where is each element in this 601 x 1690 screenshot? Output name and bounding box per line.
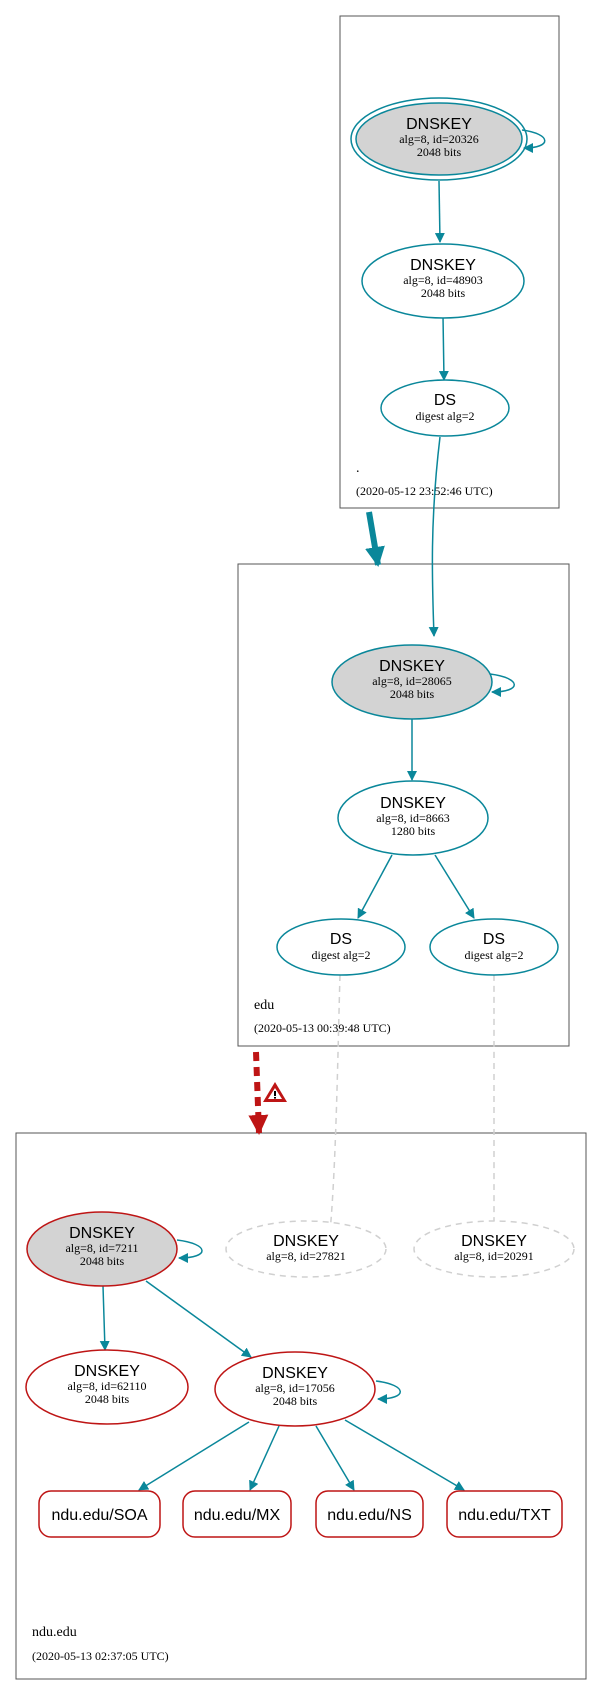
node-detail: alg=8, id=20326 bbox=[399, 132, 479, 146]
rrset-label: ndu.edu/MX bbox=[194, 1507, 281, 1524]
node-title: DNSKEY bbox=[262, 1365, 328, 1382]
rrset-label: ndu.edu/NS bbox=[327, 1507, 412, 1524]
node-title: DNSKEY bbox=[273, 1233, 339, 1250]
edge-zsk-to-mx bbox=[249, 1425, 280, 1491]
zone-edu: edu (2020-05-13 00:39:48 UTC) bbox=[237, 563, 570, 1047]
edge-zsk-to-txt bbox=[344, 1419, 465, 1491]
edge-zsk-to-ns bbox=[315, 1425, 355, 1491]
edge-ndu-ksk-self bbox=[176, 1239, 203, 1263]
node-edu-ds-2: DS digest alg=2 bbox=[429, 918, 559, 976]
node-root-dnskey-20326: DNSKEY alg=8, id=20326 2048 bits bbox=[350, 97, 528, 181]
node-edu-dnskey-8663: DNSKEY alg=8, id=8663 1280 bits bbox=[337, 780, 489, 856]
node-detail: alg=8, id=62110 bbox=[67, 1379, 146, 1393]
edge-root-ksk-self bbox=[521, 129, 546, 153]
node-title: DNSKEY bbox=[410, 257, 476, 274]
rrset-mx: ndu.edu/MX bbox=[182, 1490, 292, 1538]
edge-ndu-ksk-to-62110 bbox=[99, 1285, 110, 1351]
edge-root-zsk-to-ds bbox=[438, 315, 449, 381]
zone-root: . (2020-05-12 23:52:46 UTC) bbox=[339, 15, 560, 509]
node-detail: 2048 bits bbox=[417, 145, 462, 159]
node-detail: alg=8, id=7211 bbox=[65, 1241, 138, 1255]
node-ndu-dnskey-62110: DNSKEY alg=8, id=62110 2048 bits bbox=[25, 1349, 189, 1425]
node-title: DNSKEY bbox=[74, 1363, 140, 1380]
node-detail: digest alg=2 bbox=[415, 409, 474, 423]
node-title: DNSKEY bbox=[406, 116, 472, 133]
node-detail: alg=8, id=8663 bbox=[376, 811, 450, 825]
node-root-dnskey-48903: DNSKEY alg=8, id=48903 2048 bits bbox=[361, 243, 525, 319]
zone-timestamp: (2020-05-13 00:39:48 UTC) bbox=[254, 1021, 391, 1035]
node-detail: 2048 bits bbox=[273, 1394, 318, 1408]
edge-root-delegation bbox=[365, 511, 385, 567]
edge-ndu-ksk-to-zsk bbox=[145, 1280, 252, 1358]
node-detail: digest alg=2 bbox=[311, 948, 370, 962]
node-edu-ds-1: DS digest alg=2 bbox=[276, 918, 406, 976]
node-title: DS bbox=[330, 931, 352, 948]
node-edu-dnskey-28065: DNSKEY alg=8, id=28065 2048 bits bbox=[331, 644, 493, 720]
node-title: DS bbox=[483, 931, 505, 948]
node-detail: alg=8, id=27821 bbox=[266, 1249, 346, 1263]
edge-ndu-zsk-self bbox=[375, 1380, 401, 1404]
node-title: DNSKEY bbox=[461, 1233, 527, 1250]
edge-edu-zsk-to-ds1 bbox=[357, 854, 393, 919]
node-ndu-dnskey-20291-missing: DNSKEY alg=8, id=20291 bbox=[413, 1220, 575, 1278]
node-detail: alg=8, id=48903 bbox=[403, 273, 483, 287]
node-ndu-dnskey-27821-missing: DNSKEY alg=8, id=27821 bbox=[225, 1220, 387, 1278]
node-detail: 1280 bits bbox=[391, 824, 436, 838]
node-ndu-dnskey-17056: DNSKEY alg=8, id=17056 2048 bits bbox=[214, 1351, 376, 1427]
edge-zsk-to-soa bbox=[138, 1421, 250, 1491]
node-root-ds: DS digest alg=2 bbox=[380, 379, 510, 437]
node-detail: alg=8, id=28065 bbox=[372, 674, 452, 688]
edge-ds-to-edu-ksk bbox=[428, 436, 441, 637]
rrset-label: ndu.edu/SOA bbox=[51, 1507, 147, 1524]
node-title: DNSKEY bbox=[69, 1225, 135, 1242]
edge-edu-zsk-to-ds2 bbox=[434, 854, 475, 919]
node-detail: alg=8, id=17056 bbox=[255, 1381, 335, 1395]
node-detail: alg=8, id=20291 bbox=[454, 1249, 534, 1263]
zone-name: ndu.edu bbox=[32, 1625, 77, 1640]
node-detail: 2048 bits bbox=[390, 687, 435, 701]
warning-icon bbox=[263, 1082, 287, 1102]
edge-root-ksk-to-zsk bbox=[434, 180, 445, 243]
node-title: DNSKEY bbox=[379, 658, 445, 675]
edge-edu-ksk-self bbox=[489, 673, 515, 697]
zone-name: . bbox=[356, 461, 360, 476]
node-detail: digest alg=2 bbox=[464, 948, 523, 962]
edges bbox=[99, 129, 546, 1491]
rrset-txt: ndu.edu/TXT bbox=[446, 1490, 563, 1538]
zone-timestamp: (2020-05-12 23:52:46 UTC) bbox=[356, 484, 493, 498]
rrset-label: ndu.edu/TXT bbox=[458, 1507, 551, 1524]
node-detail: 2048 bits bbox=[85, 1392, 130, 1406]
node-title: DNSKEY bbox=[380, 795, 446, 812]
edge-ds1-to-missing1 bbox=[324, 974, 341, 1251]
node-ndu-dnskey-7211: DNSKEY alg=8, id=7211 2048 bits bbox=[26, 1211, 178, 1287]
zone-name: edu bbox=[254, 998, 274, 1013]
rrset-soa: ndu.edu/SOA bbox=[38, 1490, 161, 1538]
node-title: DS bbox=[434, 392, 456, 409]
zone-ndu: ndu.edu (2020-05-13 02:37:05 UTC) bbox=[15, 1132, 587, 1680]
zone-timestamp: (2020-05-13 02:37:05 UTC) bbox=[32, 1649, 169, 1663]
node-detail: 2048 bits bbox=[421, 286, 466, 300]
edge-edu-delegation bbox=[248, 1051, 269, 1135]
node-detail: 2048 bits bbox=[80, 1254, 125, 1268]
rrset-ns: ndu.edu/NS bbox=[315, 1490, 424, 1538]
